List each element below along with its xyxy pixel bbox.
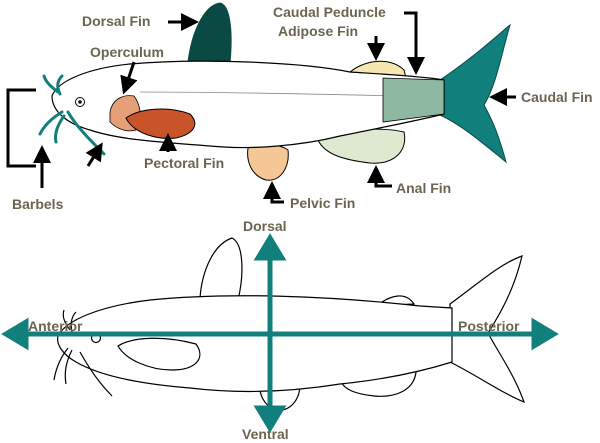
pelvic-fin-shape <box>247 143 289 181</box>
anterior-axis-label: Anterior <box>28 318 83 334</box>
ventral-axis-label: Ventral <box>242 426 289 442</box>
barbels-shape <box>38 74 106 156</box>
bottom-fish <box>53 237 526 411</box>
pectoral-fin-label: Pectoral Fin <box>144 155 225 171</box>
dorsal-axis-label: Dorsal <box>243 218 287 234</box>
bottom-dorsal-fin <box>199 237 243 301</box>
caudal-peduncle-shape <box>382 77 445 123</box>
operculum-label: Operculum <box>90 44 164 60</box>
anal-fin-label: Anal Fin <box>396 180 452 196</box>
bottom-pectoral-fin <box>117 337 201 371</box>
pectoral-fin-shape <box>125 108 196 139</box>
barbels-label: Barbels <box>12 196 64 212</box>
pelvic-fin-label: Pelvic Fin <box>290 195 356 211</box>
dorsal-fin-label: Dorsal Fin <box>82 13 151 29</box>
dorsal-fin-shape <box>187 2 232 64</box>
orientation-axes <box>1 233 559 433</box>
caudal-peduncle-label: Caudal Peduncle <box>273 4 386 20</box>
bottom-body <box>57 295 453 393</box>
posterior-axis-label: Posterior <box>458 318 520 334</box>
label-arrows <box>6 11 516 204</box>
top-fish <box>38 2 511 181</box>
caudal-fin-label: Caudal Fin <box>521 89 593 105</box>
adipose-fin-label: Adipose Fin <box>278 23 359 39</box>
caudal-fin-shape <box>439 23 511 164</box>
